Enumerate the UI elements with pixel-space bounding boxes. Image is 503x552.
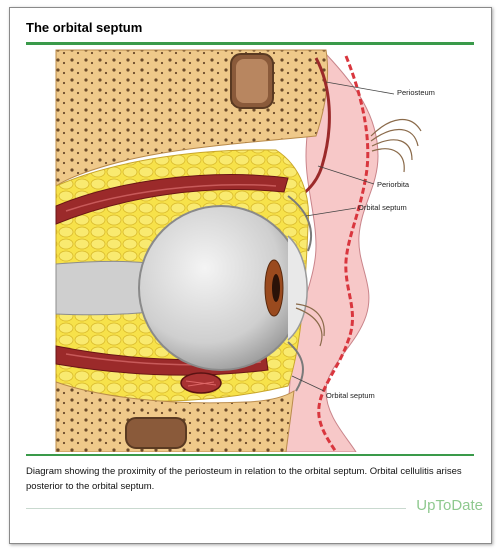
footer-rule xyxy=(26,508,406,509)
title-rule xyxy=(26,42,474,45)
caption-rule xyxy=(26,454,474,456)
orbital-septum-illustration xyxy=(26,46,474,452)
maxillary-sinus xyxy=(126,418,186,448)
figure-title: The orbital septum xyxy=(26,20,142,35)
upper-eyelashes xyxy=(371,120,421,172)
figure-caption: Diagram showing the proximity of the per… xyxy=(26,464,466,494)
label-periosteum: Periosteum xyxy=(397,88,435,97)
label-orbital-septum-upper: Orbital septum xyxy=(358,203,407,212)
brand-logo: UpToDate xyxy=(416,497,483,514)
label-periorbita: Periorbita xyxy=(377,180,409,189)
label-orbital-septum-lower: Orbital septum xyxy=(326,391,375,400)
